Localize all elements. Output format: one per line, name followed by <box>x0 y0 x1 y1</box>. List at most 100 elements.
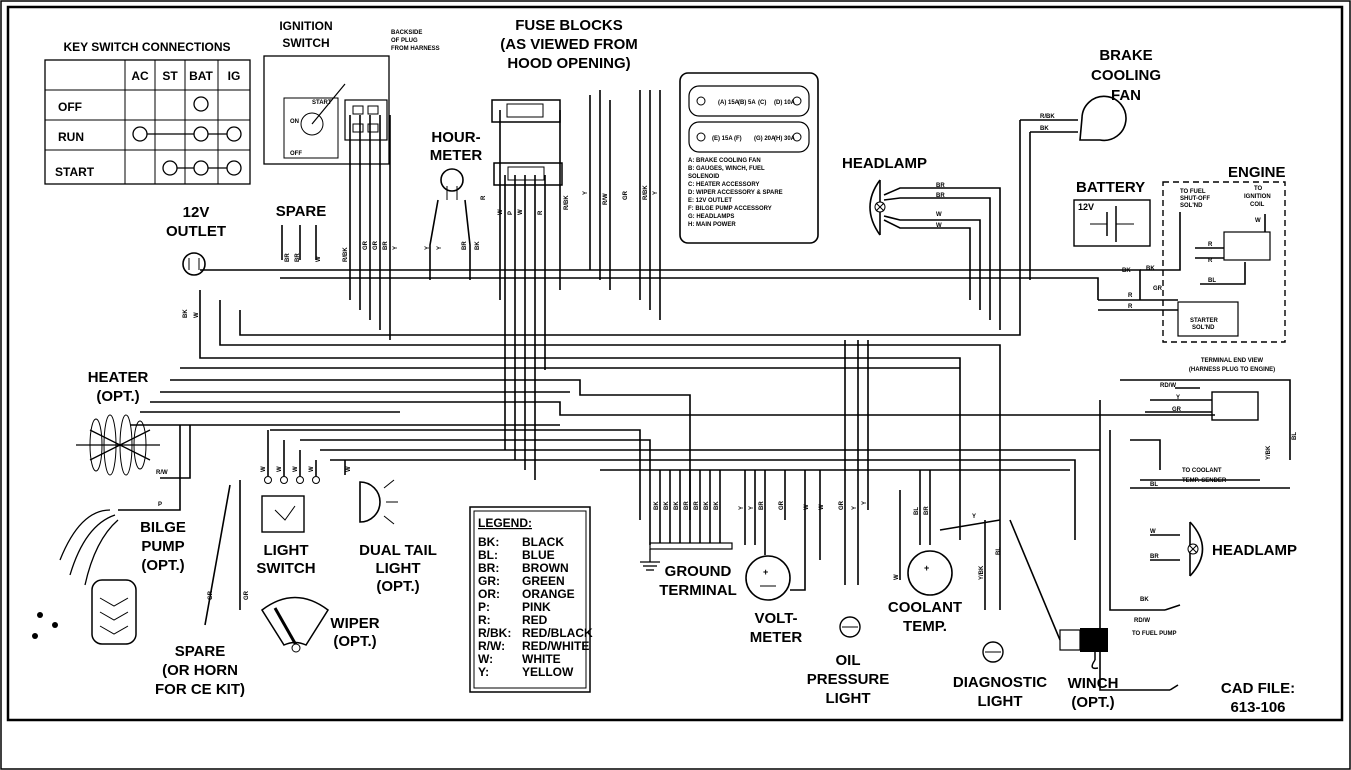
wiper-icon: WIPER (OPT.) <box>260 596 380 653</box>
legend-color-name: BLACK <box>522 535 564 549</box>
switch-on: ON <box>290 119 299 125</box>
spare-top-label: SPARE <box>276 203 327 220</box>
legend-color-name: YELLOW <box>522 665 574 679</box>
fan-label-2: COOLING <box>1091 67 1161 84</box>
tag-ign-0: R/BK <box>343 247 349 262</box>
fan-label-3: FAN <box>1111 87 1141 104</box>
tag-v-0: Y <box>739 506 745 510</box>
tag-ls-2: W <box>293 466 299 472</box>
tag-g-4: BR <box>694 501 700 510</box>
heater-wire <box>160 425 191 479</box>
fuse-slot-d: (D) 10A <box>774 100 796 106</box>
tag-fl-0: R <box>481 195 487 200</box>
light-switch-label-1: LIGHT <box>264 542 309 559</box>
fuse-slot-a: (A) 15A <box>718 100 740 106</box>
tag-e-0: BK <box>1122 268 1131 274</box>
headlamp-top-label: HEADLAMP <box>842 155 927 172</box>
row-run: RUN <box>58 130 84 144</box>
tag-ign-4: Y <box>393 246 399 250</box>
tag-hour-1: Y <box>437 246 443 250</box>
spare-bottom-1: SPARE <box>175 643 226 660</box>
ground-label-1: GROUND <box>665 563 732 580</box>
bilge-label-3: (OPT.) <box>141 557 184 574</box>
tag-ign-3: BR <box>383 241 389 250</box>
tag-ls-3: W <box>309 466 315 472</box>
fuse-legend-2: SOLENOID <box>688 174 720 180</box>
tag-ls-1: W <box>277 466 283 472</box>
fuse-slot-f: (F) <box>734 136 742 142</box>
legend-code: BK: <box>478 535 499 549</box>
tag-vr-1: W <box>819 504 825 510</box>
fuse-legend-box: (A) 15A (B) 5A (C) (D) 10A (E) 15A (F) (… <box>679 72 819 244</box>
tag-r-2: GR <box>1172 407 1182 413</box>
to-fuel-pump: TO FUEL PUMP <box>1132 631 1176 637</box>
wiper-label-1: WIPER <box>330 615 379 632</box>
bilge-pump-icon: BILGE PUMP (OPT.) <box>32 509 186 645</box>
terminal-end-2: (HARNESS PLUG TO ENGINE) <box>1189 367 1275 373</box>
col-bat: BAT <box>189 69 213 83</box>
starter-2: SOL'ND <box>1192 325 1215 331</box>
tag-v-3: GR <box>779 500 785 510</box>
tag-e-8: W <box>1255 218 1261 224</box>
tag-fm-0: R/BK <box>564 195 570 210</box>
tail-label-2: LIGHT <box>376 560 421 577</box>
fan-label-1: BRAKE <box>1099 47 1152 64</box>
tag-v-2: BR <box>759 501 765 510</box>
tag-spare-2: W <box>316 256 322 262</box>
tag-r-4: BL <box>1292 432 1298 440</box>
heater-label-1: HEATER <box>88 369 149 386</box>
tag-ht-1: BR <box>936 193 945 199</box>
legend-color-name: RED/BLACK <box>522 626 593 640</box>
color-legend: LEGEND: <box>469 506 591 693</box>
terminal-end-1: TERMINAL END VIEW <box>1201 358 1264 364</box>
col-ig: IG <box>228 69 241 83</box>
switch-start: START <box>312 100 332 106</box>
tag-e-3: R <box>1128 293 1133 299</box>
battery: BATTERY 12V <box>1073 179 1151 247</box>
heater-label-2: (OPT.) <box>96 388 139 405</box>
oil-label-2: PRESSURE <box>807 671 890 688</box>
backside-label-1: BACKSIDE <box>391 30 422 36</box>
battery-label: BATTERY <box>1076 179 1145 196</box>
diagnostic-light-icon: DIAGNOSTIC LIGHT <box>953 520 1047 710</box>
legend-color-name: WHITE <box>522 652 561 666</box>
tag-ht-0: BR <box>936 183 945 189</box>
legend-code: Y: <box>478 665 489 679</box>
tag-d-1: BL <box>996 547 1002 555</box>
fuse-slot-c: (C) <box>758 100 766 106</box>
legend-items: BK:BLACKBL:BLUEBR:BROWNGR:GREENOR:ORANGE… <box>478 535 593 679</box>
engine-label: ENGINE <box>1228 164 1286 181</box>
dual-tail-light-icon: DUAL TAIL LIGHT (OPT.) <box>344 460 437 595</box>
fuse-title-1: FUSE BLOCKS <box>515 17 623 34</box>
legend-code: BR: <box>478 561 499 575</box>
ign-coil-1: TO <box>1254 186 1263 192</box>
tag-o-2: Y <box>862 501 868 505</box>
tag-o-0: GR <box>839 500 845 510</box>
legend-code: R/W: <box>478 639 505 653</box>
battery-12v: 12V <box>1078 202 1094 212</box>
tag-fm-3: GR <box>623 190 629 200</box>
tag-hb-1: BR <box>1150 554 1159 560</box>
fuse-legend-1: B: GAUGES, WINCH, FUEL <box>688 166 765 172</box>
row-start: START <box>55 165 95 179</box>
fuse-legend-8: H: MAIN POWER <box>688 222 736 228</box>
headlamp-bottom: HEADLAMP <box>1164 521 1297 691</box>
volt-plus: + <box>763 567 768 577</box>
legend-title: LEGEND: <box>478 516 532 530</box>
tag-hour-2: BR <box>462 241 468 250</box>
tag-spare-1: BR <box>295 253 301 262</box>
ignition-label-1: IGNITION <box>279 19 332 33</box>
fuse-slot-h: (H) 30A <box>774 136 796 142</box>
backside-label-3: FROM HARNESS <box>391 46 440 52</box>
tag-e-5: R <box>1208 242 1213 248</box>
tag-c-3: W <box>894 574 900 580</box>
tag-fm-4: R/BK <box>643 185 649 200</box>
wire-tags: BR BR W R/BK GR GR BR Y Y Y BR BK R W P … <box>156 114 1298 624</box>
diag-label-2: LIGHT <box>978 693 1023 710</box>
light-switch-icon: LIGHT SWITCH <box>256 430 320 577</box>
tag-fl-1: W <box>498 209 504 215</box>
tag-e-2: GR <box>1153 286 1163 292</box>
tag-fl-2: P <box>508 211 514 215</box>
tag-g-0: BK <box>654 501 660 510</box>
fuse-title-3: HOOD OPENING) <box>507 55 630 72</box>
